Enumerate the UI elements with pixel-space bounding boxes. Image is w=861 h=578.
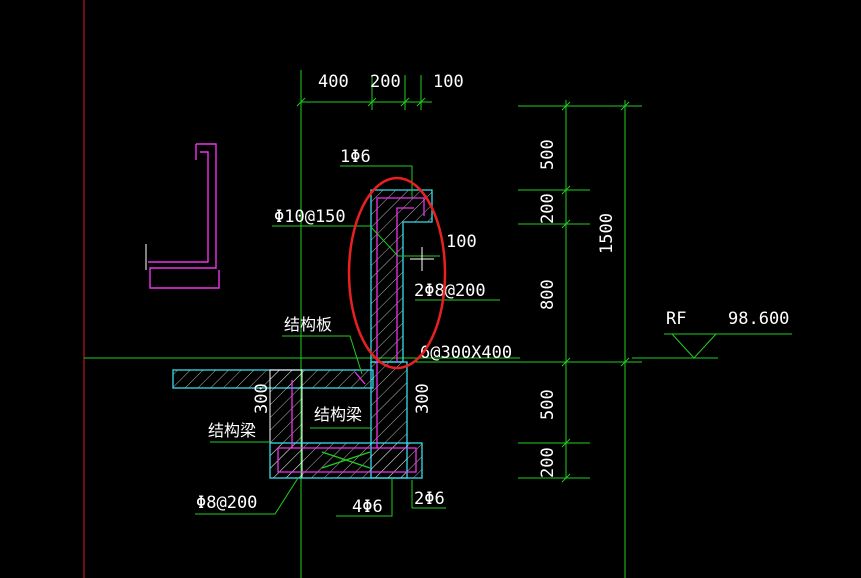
level-symbol — [632, 333, 792, 359]
axis-lines — [83, 0, 520, 578]
callout-phi10-150: Φ10@150 — [274, 207, 346, 227]
level-name: RF — [666, 309, 686, 329]
leader-lines — [195, 165, 522, 517]
callout-2phi6: 2Φ6 — [414, 489, 445, 509]
parapet-wall — [370, 189, 433, 363]
callout-structural-beam-inner: 结构梁 — [314, 405, 362, 424]
dim-100: 100 — [433, 72, 464, 92]
callout-structural-slab: 结构板 — [284, 315, 332, 334]
dim-500-bottom: 500 — [538, 389, 558, 420]
dim-300-right: 300 — [413, 383, 433, 414]
dim-200: 200 — [370, 72, 401, 92]
callout-4phi6: 4Φ6 — [352, 497, 383, 517]
dim-400: 400 — [318, 72, 349, 92]
callout-dim-100: 100 — [446, 232, 477, 252]
rebar-lines — [277, 197, 425, 473]
rebar-hook-detail — [145, 143, 220, 289]
callout-spacing: 6@300X400 — [420, 343, 512, 363]
callout-structural-beam-left: 结构梁 — [208, 421, 256, 440]
top-dimension-chain — [296, 75, 432, 110]
callout-2phi8-200: 2Φ8@200 — [414, 281, 486, 301]
crosshair-cursor-icon — [410, 247, 434, 271]
highlight-ellipse — [347, 176, 447, 370]
right-dimension-chain — [518, 100, 642, 578]
dim-200-top: 200 — [538, 193, 558, 224]
dim-300-left: 300 — [252, 383, 272, 414]
dim-200-bottom: 200 — [538, 447, 558, 478]
dim-1500-total: 1500 — [597, 213, 617, 254]
callout-1phi6: 1Φ6 — [340, 147, 371, 167]
level-value: 98.600 — [728, 309, 789, 329]
dim-800: 800 — [538, 279, 558, 310]
dim-500-top: 500 — [538, 139, 558, 170]
callout-phi8-200: Φ8@200 — [196, 493, 257, 513]
